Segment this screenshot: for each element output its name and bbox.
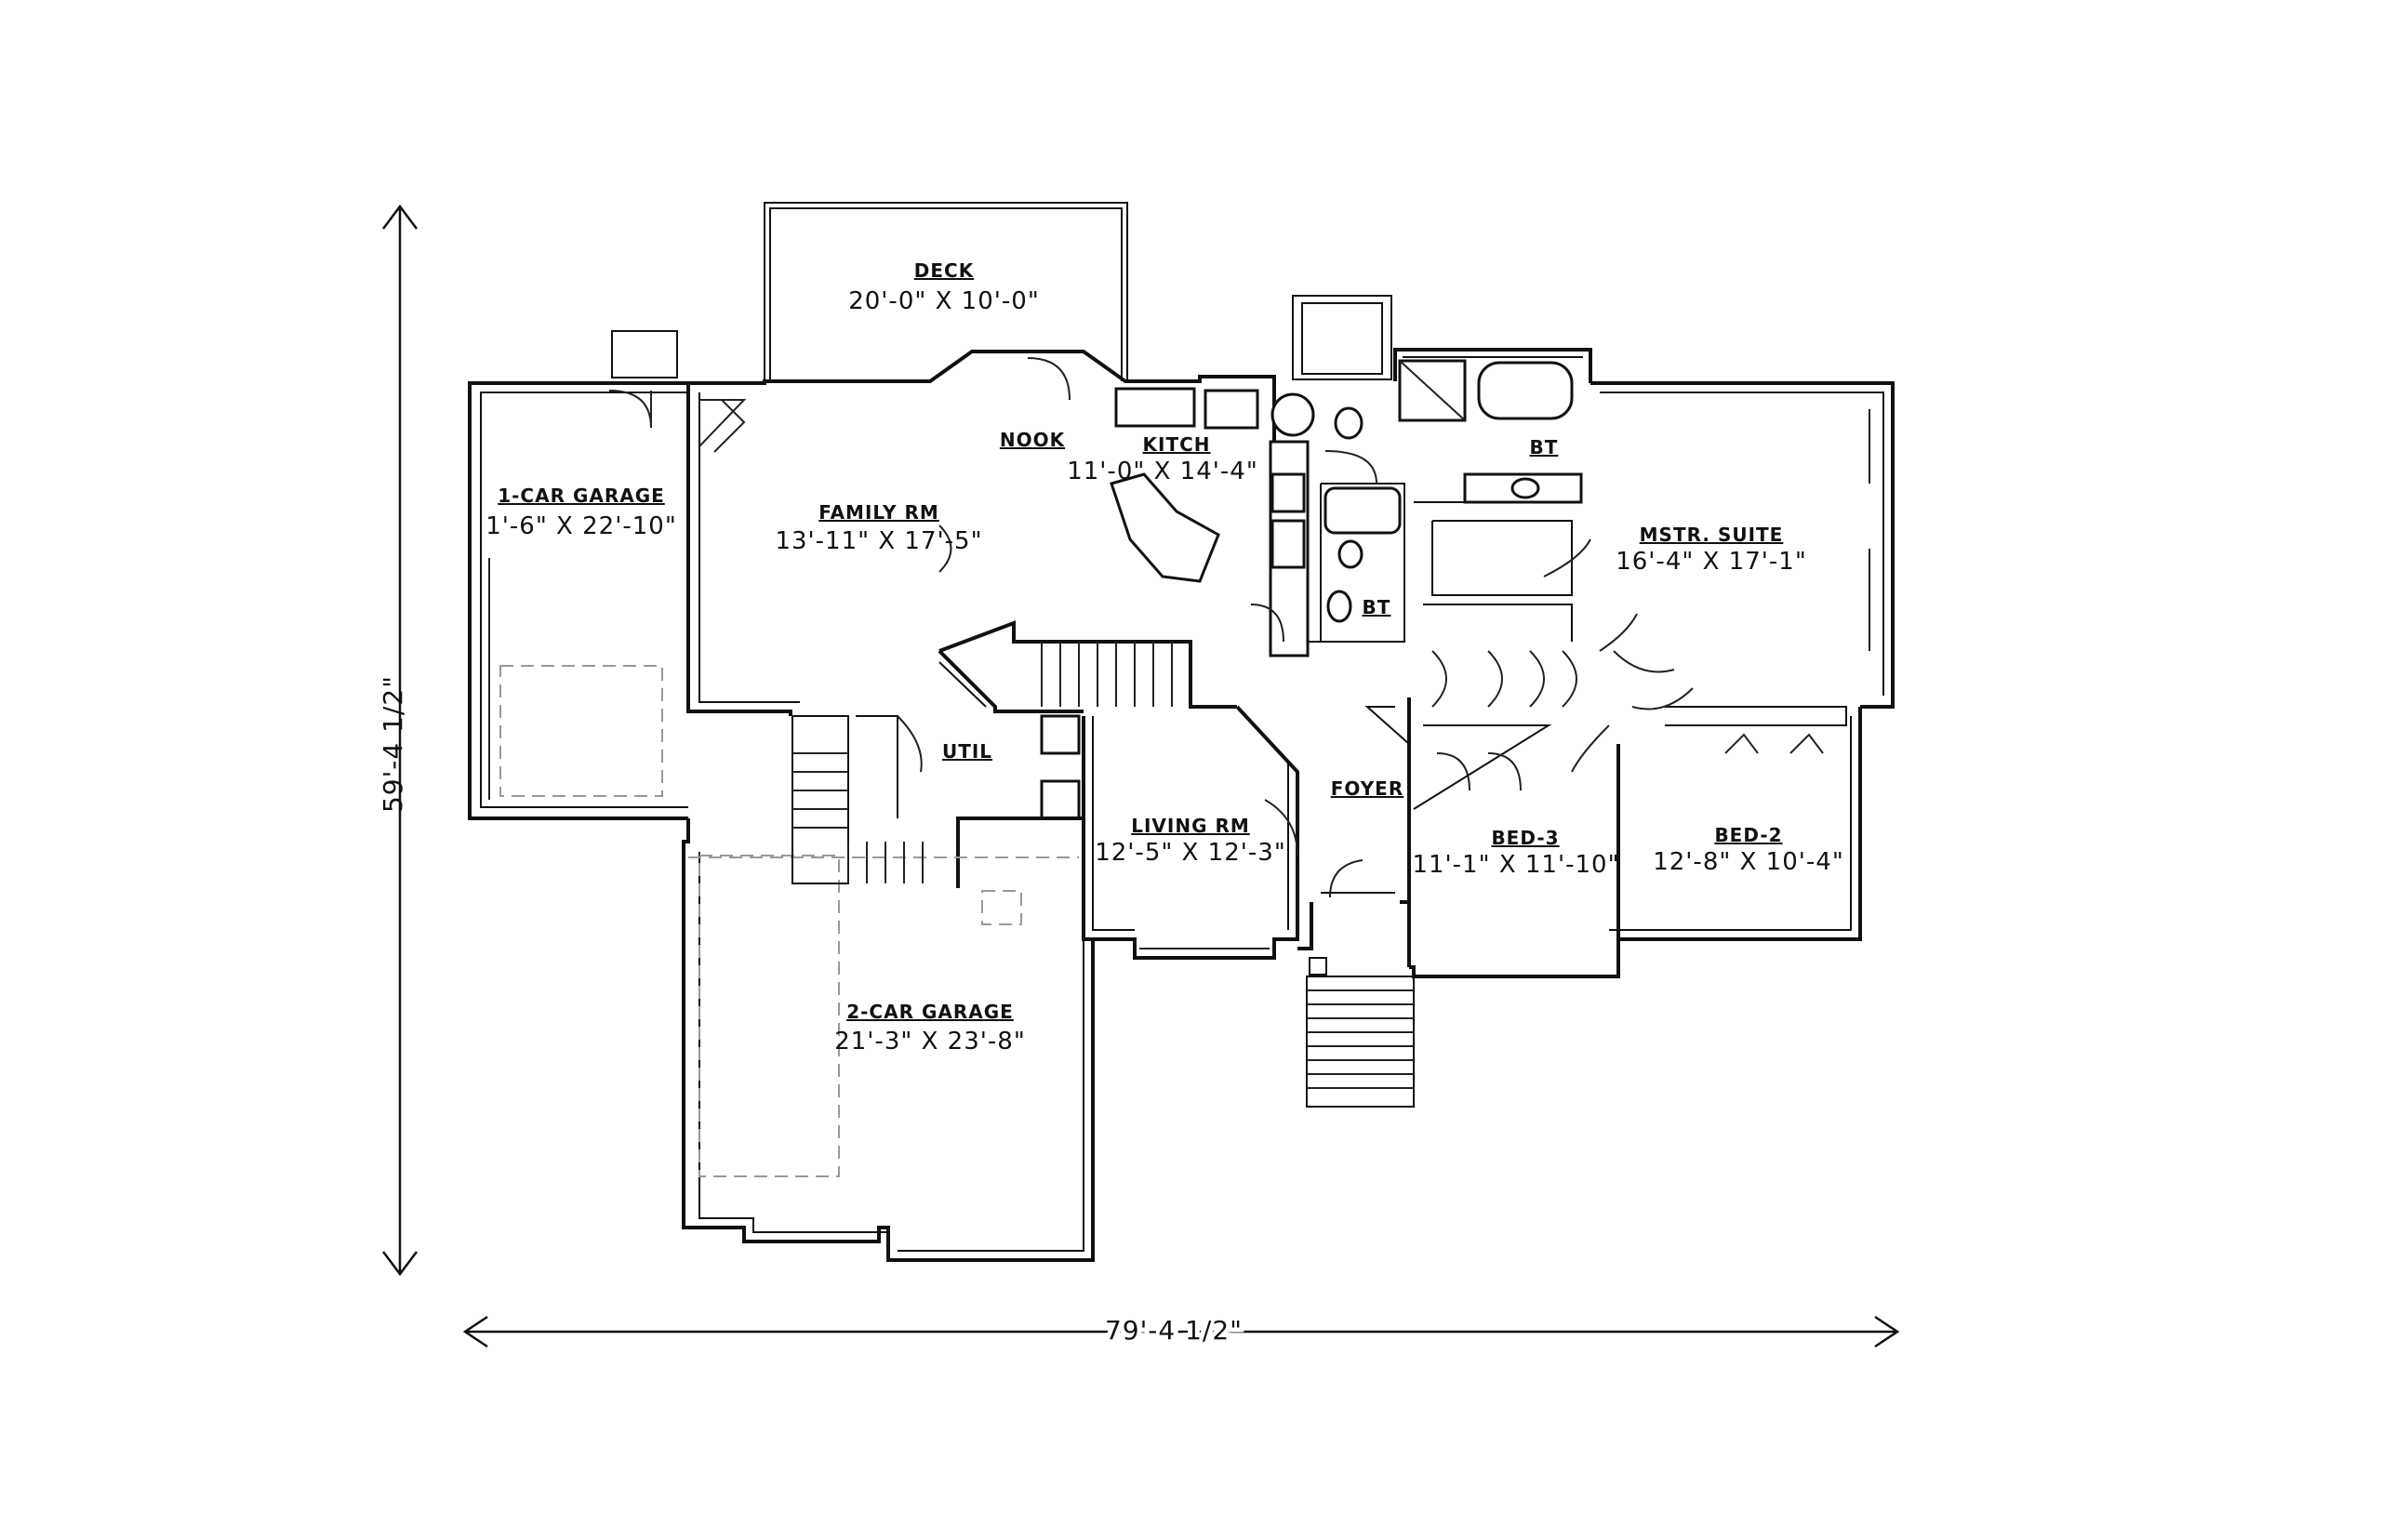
- side-stair-treads: [792, 752, 924, 883]
- kitchen-size: 11'-0" X 14'-4": [1067, 458, 1258, 485]
- nook-label: NOOK: [1000, 429, 1066, 451]
- bed-2-label: BED-2: [1714, 824, 1782, 846]
- kitchen-sink: [1204, 389, 1259, 430]
- bed-2-size: 12'-8" X 10'-4": [1653, 848, 1844, 876]
- master-bath-label: BT: [1530, 436, 1559, 458]
- bed-3-label: BED-3: [1491, 827, 1559, 849]
- hall-bath-fixtures: [1324, 486, 1402, 623]
- master-bath-fixtures: [1334, 359, 1583, 504]
- lazy-susan: [1270, 392, 1315, 437]
- overall-depth-label: 59'-4 1/2": [378, 675, 408, 813]
- front-stair: [1306, 957, 1415, 1108]
- master-sink: [1510, 477, 1540, 499]
- kitchen-fixtures: [1110, 387, 1315, 657]
- one-car-garage-size: 1'-6" X 22'-10": [486, 512, 677, 540]
- rear-stoop: [1292, 295, 1392, 380]
- room-labels: DECK 20'-0" X 10'-0" NOOK KITCH 11'-0" X…: [486, 259, 1844, 1055]
- dishwasher: [1270, 519, 1306, 569]
- deck: [764, 202, 1128, 381]
- hall-tub: [1324, 486, 1402, 535]
- kitchen-counter-north: [1114, 387, 1196, 428]
- hall-toilet: [1337, 539, 1363, 569]
- one-car-garage-walls: [468, 381, 688, 820]
- range: [1270, 472, 1306, 513]
- hall-bath-label: BT: [1363, 596, 1391, 618]
- hall-sink: [1326, 590, 1352, 623]
- kitchen-label: KITCH: [1143, 433, 1211, 456]
- two-car-garage-size: 21'-3" X 23'-8": [834, 1028, 1026, 1055]
- living-room-label: LIVING RM: [1131, 815, 1250, 837]
- foyer-label: FOYER: [1331, 777, 1404, 800]
- master-suite-size: 16'-4" X 17'-1": [1616, 548, 1807, 576]
- overall-width-label: 79'-4 1/2": [1105, 1315, 1243, 1346]
- horizontal-dimension: 79'-4 1/2": [462, 1310, 1900, 1350]
- master-suite-label: MSTR. SUITE: [1640, 524, 1784, 546]
- util-label: UTIL: [942, 740, 992, 763]
- family-room-label: FAMILY RM: [818, 501, 939, 524]
- living-room-size: 12'-5" X 12'-3": [1095, 839, 1286, 867]
- two-car-garage-walls: [682, 715, 1095, 1262]
- deck-label: DECK: [914, 259, 975, 282]
- deck-size: 20'-0" X 10'-0": [848, 287, 1040, 315]
- two-car-garage-label: 2-CAR GARAGE: [846, 1001, 1014, 1023]
- bed-3-size: 11'-1" X 11'-10": [1412, 851, 1619, 879]
- kitchen-island: [1110, 472, 1220, 583]
- family-room-size: 13'-11" X 17'-5": [775, 527, 982, 555]
- master-toilet: [1334, 406, 1363, 440]
- dryer: [1040, 779, 1081, 820]
- vertical-dimension: 59'-4 1/2": [378, 204, 418, 1277]
- one-car-garage-label: 1-CAR GARAGE: [498, 485, 665, 507]
- chimney: [611, 330, 678, 378]
- main-stair-treads: [1041, 642, 1173, 707]
- master-tub: [1477, 361, 1574, 420]
- washer: [1040, 714, 1081, 755]
- door-swings: [608, 357, 1824, 898]
